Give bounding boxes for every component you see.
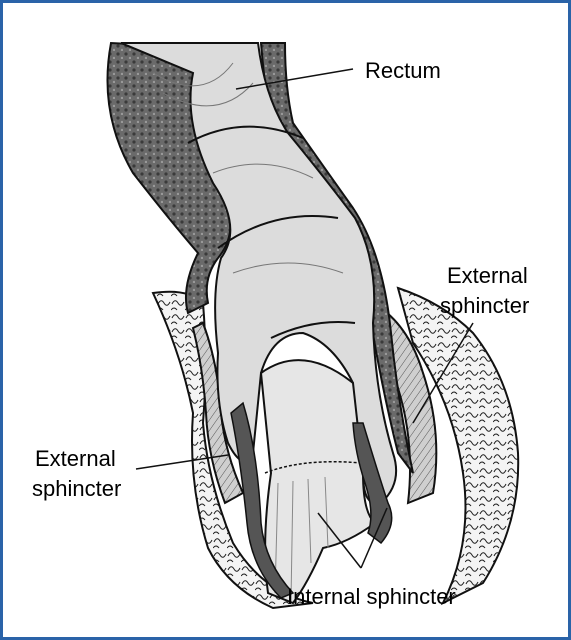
label-external-sphincter-left-line1: External: [35, 445, 116, 472]
label-external-sphincter-left-line2: sphincter: [32, 475, 121, 502]
label-rectum: Rectum: [365, 57, 441, 84]
label-internal-sphincter: Internal sphincter: [287, 583, 456, 610]
label-external-sphincter-right-line2: sphincter: [440, 292, 529, 319]
rectum-anatomy-illustration: [3, 3, 568, 637]
label-external-sphincter-right-line1: External: [447, 262, 528, 289]
